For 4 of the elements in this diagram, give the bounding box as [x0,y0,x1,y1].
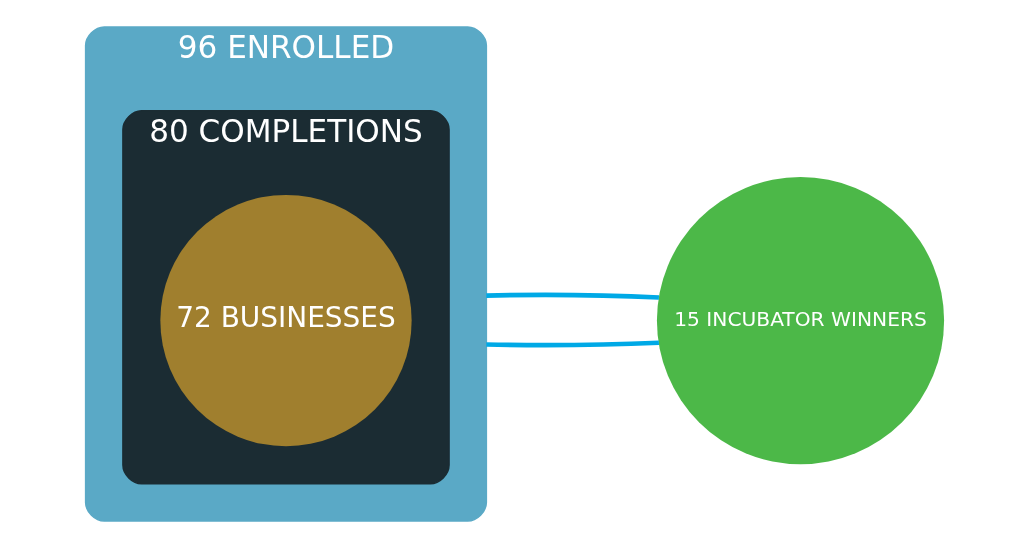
connector [485,292,659,300]
node-circle: 15 INCUBATOR WINNERS [656,177,944,465]
connector [485,340,659,348]
node-circle: 72 BUSINESSES [159,194,412,447]
